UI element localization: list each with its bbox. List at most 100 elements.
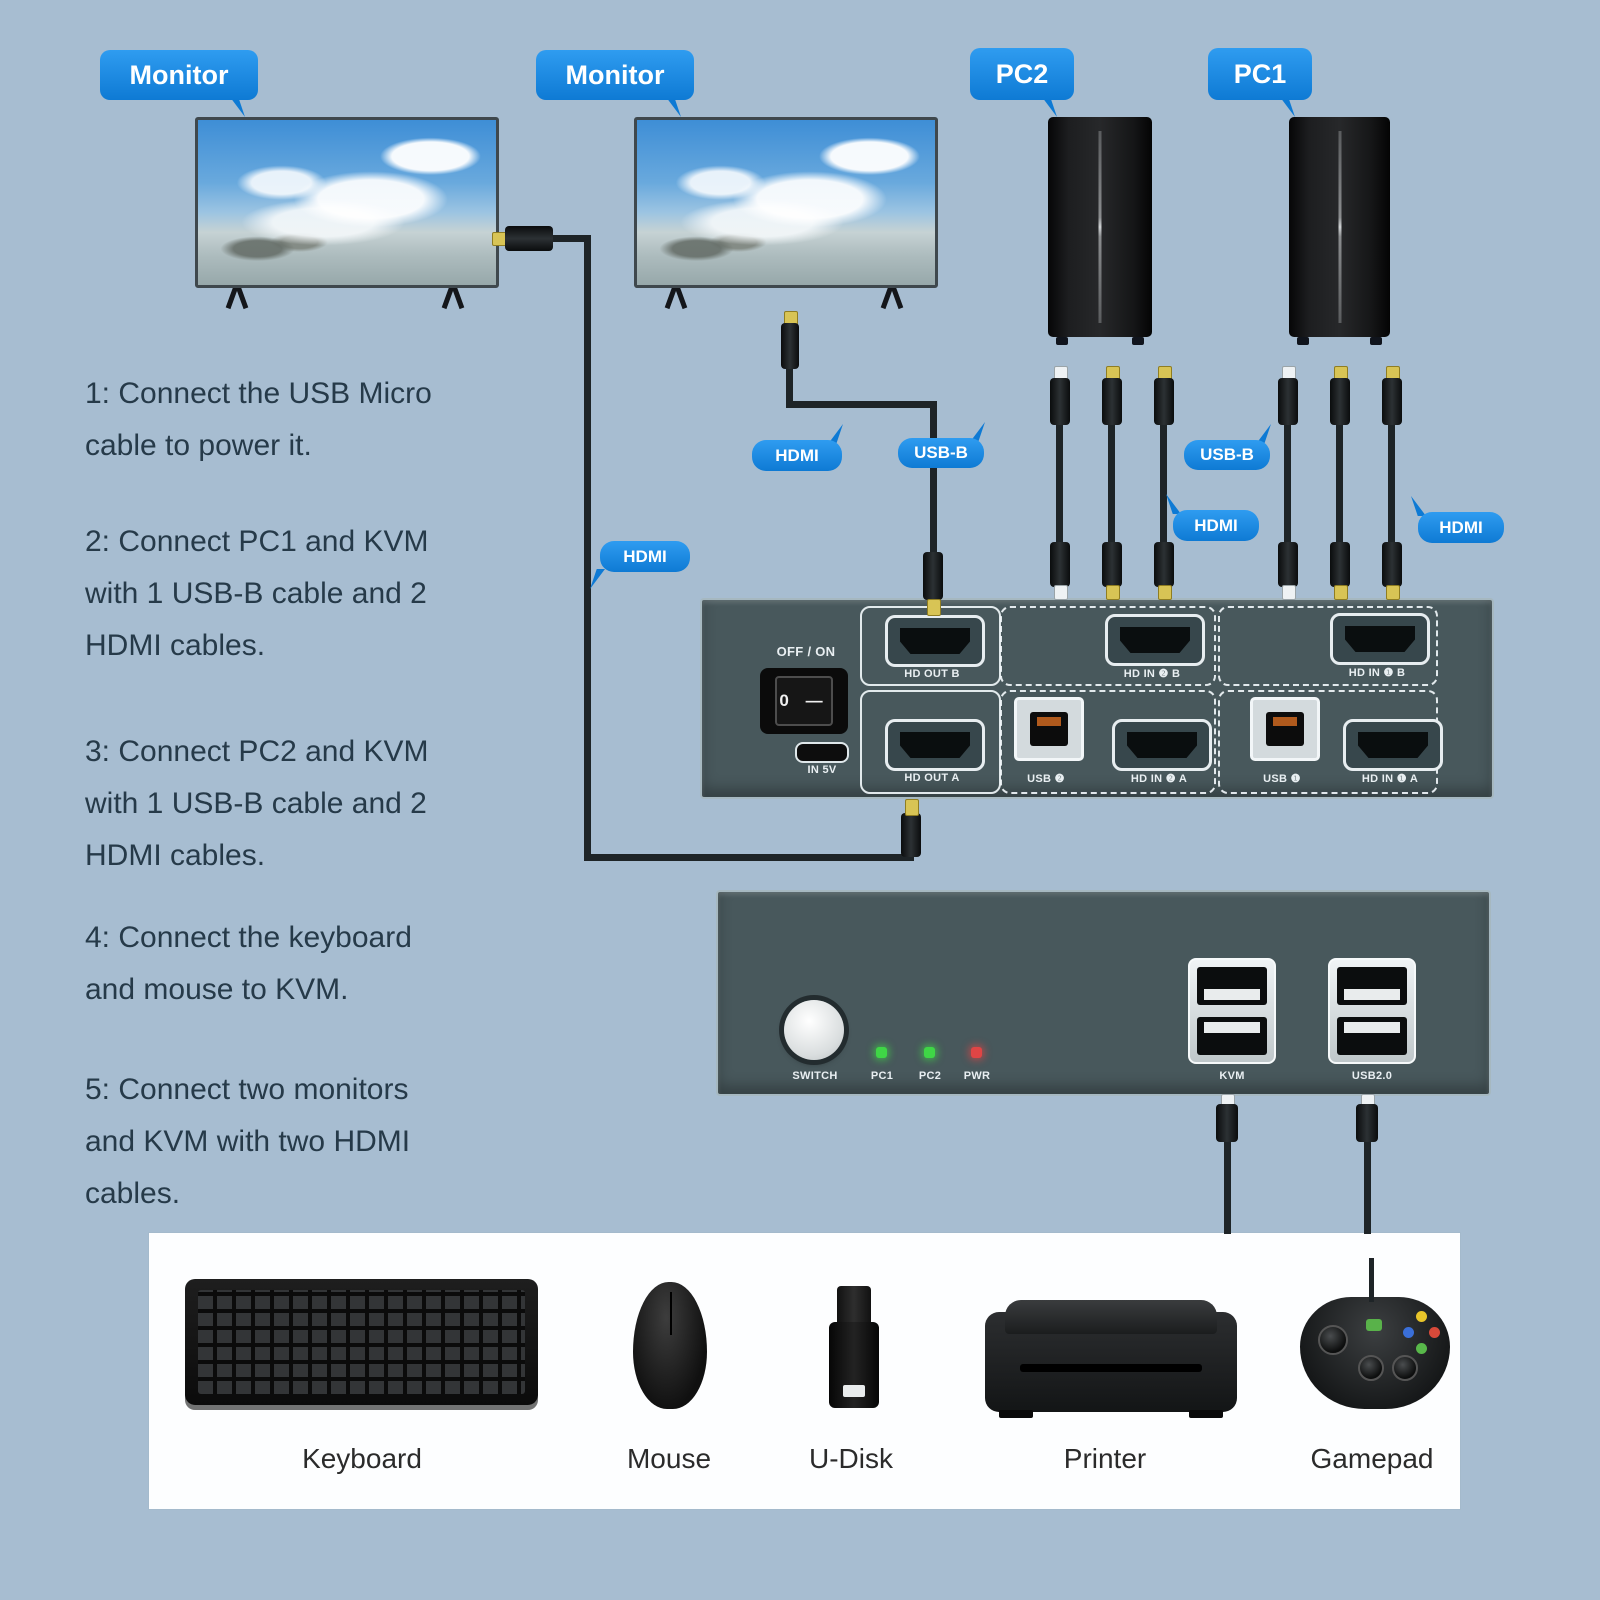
usb-b-port-1 [1250,697,1320,761]
pc2-led [924,1047,935,1058]
hd-in-2b-port-opening [1120,627,1190,653]
monitor1-hdmi-cable-vertical [584,235,591,860]
pc1-hdmi-cable1 [1336,424,1343,544]
hd-in-2a-port [1112,719,1212,771]
hd-in-1b-label: HD IN ❶ B [1348,667,1406,679]
instruction-line: HDMI cables. [85,629,266,662]
instruction-line: HDMI cables. [85,839,266,872]
monitor2-hdmi-plug [781,323,799,369]
instruction-line: cable to power it. [85,429,312,462]
hd-out-a-label: HD OUT A [904,772,960,784]
pc2-tower-seam [1098,131,1102,323]
gamepad-b-button [1429,1327,1440,1338]
kvm-back-panel: OFF / ON 0 — IN 5V HD OUT B HD IN ❷ B HD… [700,598,1494,799]
monitor2-hdmi-cable-h [786,401,937,408]
gamepad-dpad [1358,1355,1384,1381]
gamepad-y-button [1416,1311,1427,1322]
gamepad-a-button [1416,1343,1427,1354]
kvm-usb-ports [1188,958,1276,1064]
udisk-cap [837,1286,871,1322]
kvm-usb-port-bottom [1197,1017,1267,1055]
pc2-usb-b-cable [1056,424,1063,544]
power-switch-label: OFF / ON [776,644,836,659]
pc1-callout-tail [1280,97,1295,117]
switch-button [784,1000,844,1060]
pc1-led-label: PC1 [870,1070,894,1082]
usb-1-label: USB ❶ [1263,773,1301,785]
hdmi-label-monitor2: HDMI [752,440,842,471]
usb-b-label-pc2: USB-B [898,438,984,468]
hdmi-label-pc2: HDMI [1173,510,1259,541]
kvm-front-panel: SWITCH PC1 PC2 PWR KVM USB2.0 [716,890,1491,1096]
pc1-top-group-box [1218,606,1438,686]
udisk-label: U-Disk [809,1443,893,1474]
pc1-usb-b-cable-top-plug [1278,378,1298,425]
hd-in-2b-label: HD IN ❷ B [1123,668,1181,680]
pc1-usb-b-cable [1284,424,1291,544]
instruction-line: with 1 USB-B cable and 2 [85,787,427,820]
monitor-2 [634,117,938,288]
kvm-peripheral-cable [1224,1140,1231,1234]
hd-out-b-port [885,615,985,667]
monitor-2-screen [637,120,935,285]
monitor1-hdmi-plug [505,226,553,251]
monitor2-hdmi-cable-v2 [930,401,937,557]
pc2-hdmi-cable1-bottom-plug [1102,542,1122,587]
hd-out-b-port-opening [900,628,970,654]
pc1-led [876,1047,887,1058]
hd-in-1a-port-opening [1358,732,1428,758]
monitor2-callout-tail [666,97,681,117]
usb-2-label: USB ❷ [1027,773,1065,785]
monitor2-hdmi-plug-kvm [923,552,943,600]
gamepad-left-stick [1318,1325,1348,1355]
pc1-tower [1289,117,1390,337]
usb20-ports [1328,958,1416,1064]
pc1-hdmi-cable1-top-plug [1330,378,1350,425]
pc1-hdmi-cable1-bottom-tip [1334,585,1348,600]
pc2-foot-left [1056,337,1068,345]
gamepad-label: Gamepad [1310,1443,1434,1474]
hd-in-1a-port [1343,719,1443,771]
hd-in-1a-label: HD IN ❶ A [1361,773,1419,785]
kvm-usb-port-top [1197,967,1267,1005]
pc2-hdmi-cable1-bottom-tip [1106,585,1120,600]
micro-usb-power-port [795,742,849,763]
pc2-top-group-box [1000,606,1216,686]
pc1-callout: PC1 [1208,48,1312,100]
gamepad-logo-button [1366,1319,1382,1331]
instruction-line: and KVM with two HDMI [85,1125,411,1158]
keyboard-label: Keyboard [302,1443,422,1474]
monitor1-hdmi-cable [550,235,590,242]
hd-in-1b-port-opening [1345,626,1415,652]
instruction-line: 1: Connect the USB Micro [85,377,432,410]
usb-b-port-2 [1014,697,1084,761]
pc1-usb-b-cable-bottom-plug [1278,542,1298,587]
pc2-usb-b-cable-bottom-plug [1050,542,1070,587]
pc2-foot-right [1132,337,1144,345]
hd-in-2a-label: HD IN ❷ A [1130,773,1188,785]
pc2-usb-b-cable-top-plug [1050,378,1070,425]
instruction-line: 4: Connect the keyboard [85,921,412,954]
monitor2-callout: Monitor [536,50,694,100]
instructions: 1: Connect the USB Micro cable to power … [85,360,565,1260]
hdmi-label-monitor1: HDMI [600,541,690,572]
instruction-line: 2: Connect PC1 and KVM [85,525,429,558]
instruction-line: 3: Connect PC2 and KVM [85,735,429,768]
hd-out-b-label: HD OUT B [904,668,960,680]
pc1-tower-seam [1338,131,1341,323]
power-rocker-markings: 0 — [775,676,833,726]
usb-b-label-pc1: USB-B [1184,440,1270,470]
pc1-usb-b-cable-bottom-tip [1282,585,1296,600]
monitor1-hdmi-cable-horizontal [584,854,914,861]
pc1-foot-left [1297,337,1309,345]
hdmi-label-pc1-tail [1411,496,1426,516]
hd-out-a-port [885,719,985,771]
monitor1-hdmi-plug-kvm-tip [905,799,919,816]
pc1-foot-right [1370,337,1382,345]
keyboard-keys [198,1290,525,1394]
pc2-hdmi-cable2-bottom-tip [1158,585,1172,600]
printer-label: Printer [1063,1443,1147,1474]
pc2-callout-tail [1042,97,1057,117]
printer-foot-right [1189,1410,1223,1418]
mouse-label: Mouse [626,1443,712,1474]
